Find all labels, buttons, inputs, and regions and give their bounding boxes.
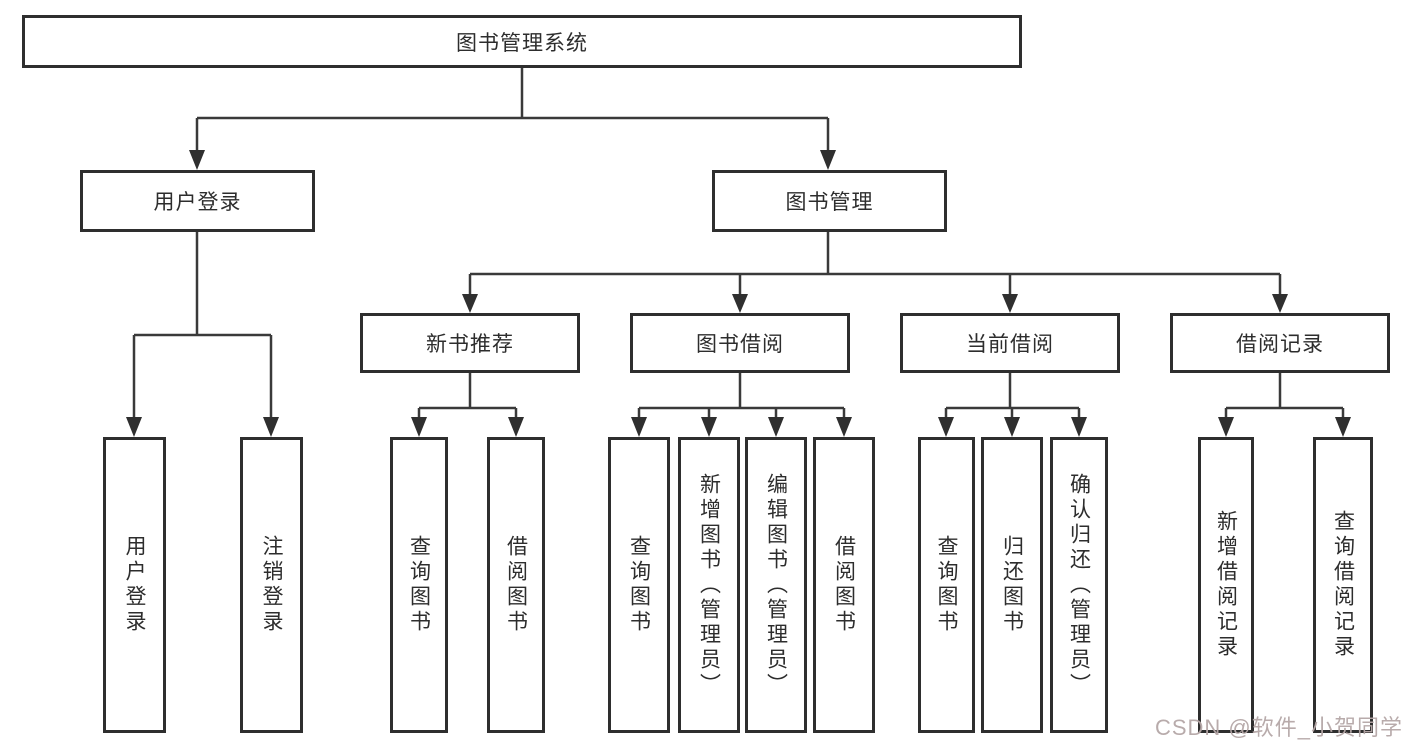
leaf-query-books: 查询图书 — [390, 437, 448, 733]
leaf-label: 用户登录 — [123, 535, 146, 635]
leaf-add-books-admin: 新增图书（管理员） — [678, 437, 740, 733]
leaf-query-books: 查询图书 — [918, 437, 975, 733]
leaf-label: 编辑图书（管理员） — [764, 472, 788, 698]
node-borrow-record: 借阅记录 — [1170, 313, 1390, 373]
node-label: 用户登录 — [153, 191, 242, 214]
node-book-borrow: 图书借阅 — [630, 313, 850, 373]
node-label: 新书推荐 — [426, 333, 514, 356]
leaf-return-books: 归还图书 — [981, 437, 1043, 733]
leaf-logout: 注销登录 — [240, 437, 303, 733]
leaf-query-books: 查询图书 — [608, 437, 670, 733]
node-current-borrow: 当前借阅 — [900, 313, 1120, 373]
leaf-label: 注销登录 — [260, 535, 283, 635]
leaf-label: 新增图书（管理员） — [697, 472, 721, 698]
leaf-label: 借阅图书 — [832, 535, 856, 635]
node-label: 借阅记录 — [1236, 333, 1324, 356]
node-library-management-system: 图书管理系统 — [22, 15, 1022, 68]
node-label: 图书借阅 — [696, 333, 784, 356]
node-user-login: 用户登录 — [80, 170, 315, 232]
leaf-label: 查询图书 — [627, 535, 651, 635]
node-label: 图书管理系统 — [456, 31, 588, 55]
node-book-management: 图书管理 — [712, 170, 947, 232]
leaf-borrow-books: 借阅图书 — [487, 437, 545, 733]
leaf-label: 归还图书 — [1000, 535, 1024, 635]
leaf-user-login: 用户登录 — [103, 437, 166, 733]
leaf-label: 新增借阅记录 — [1214, 510, 1238, 660]
leaf-borrow-books: 借阅图书 — [813, 437, 875, 733]
leaf-add-borrow-record: 新增借阅记录 — [1198, 437, 1254, 733]
leaf-confirm-return-admin: 确认归还（管理员） — [1050, 437, 1108, 733]
leaf-query-borrow-record: 查询借阅记录 — [1313, 437, 1373, 733]
leaf-label: 借阅图书 — [504, 535, 528, 635]
leaf-label: 查询图书 — [407, 535, 431, 635]
csdn-watermark: CSDN @软件_小贺同学 — [1154, 715, 1403, 740]
node-label: 当前借阅 — [966, 333, 1054, 356]
leaf-label: 查询借阅记录 — [1331, 510, 1355, 660]
node-new-book-recommend: 新书推荐 — [360, 313, 580, 373]
leaf-label: 查询图书 — [935, 535, 958, 635]
node-label: 图书管理 — [785, 191, 874, 214]
leaf-edit-books-admin: 编辑图书（管理员） — [745, 437, 807, 733]
leaf-label: 确认归还（管理员） — [1067, 472, 1091, 698]
